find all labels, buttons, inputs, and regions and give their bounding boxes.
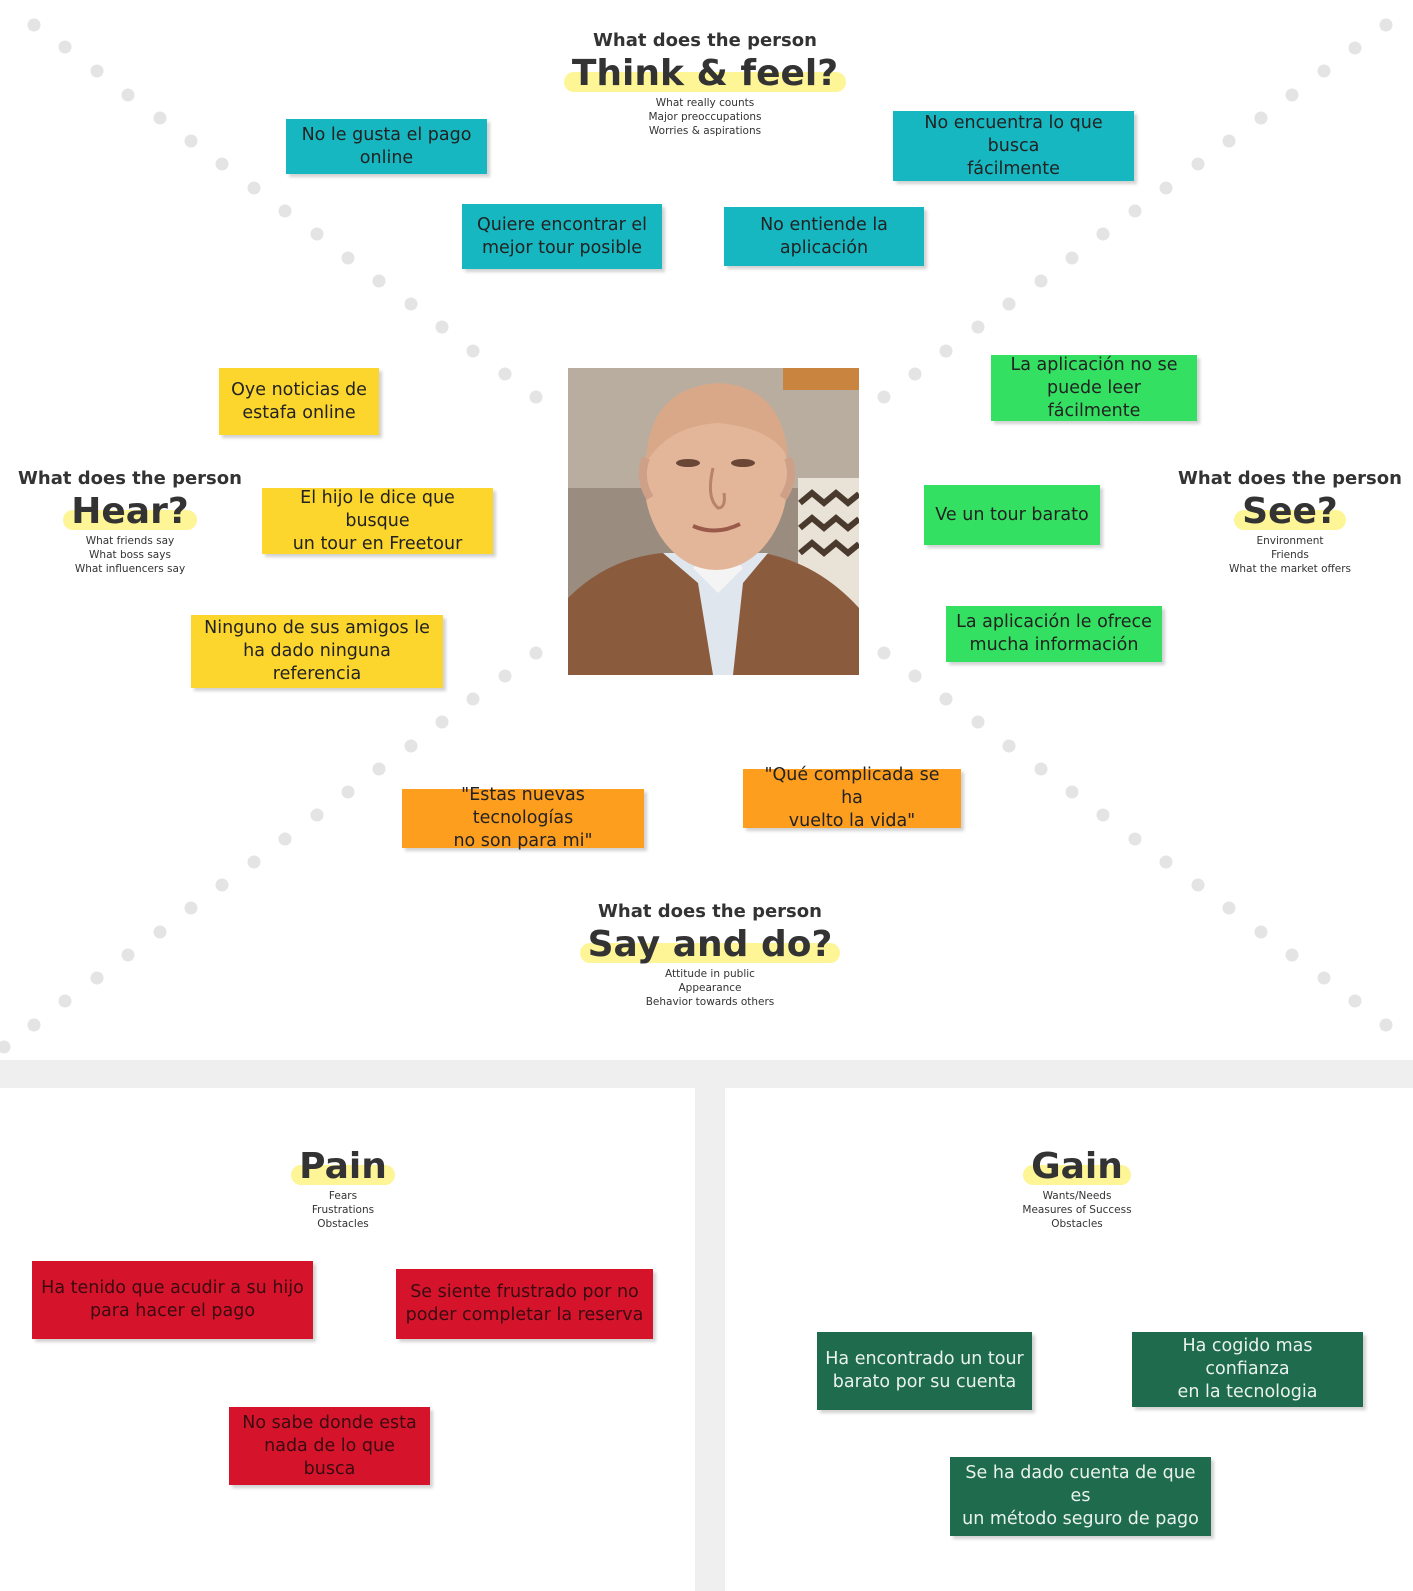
pain-subtitles: Fears Frustrations Obstacles	[243, 1189, 443, 1231]
sticky-note-hear[interactable]: Oye noticias de estafa online	[219, 368, 379, 435]
hear-sub-2: What boss says	[89, 549, 171, 561]
note-text: Oye noticias de estafa online	[231, 379, 367, 423]
sticky-note-pain[interactable]: Ha tenido que acudir a su hijo para hace…	[32, 1261, 313, 1339]
note-text: Ninguno de sus amigos le ha dado ninguna…	[204, 618, 430, 684]
note-text: Ha encontrado un tour barato por su cuen…	[825, 1349, 1024, 1392]
note-text: La aplicación le ofrece mucha informació…	[956, 612, 1152, 655]
pain-sub-2: Frustrations	[311, 1204, 375, 1216]
say-prefix: What does the person	[598, 901, 822, 922]
say-sub-2: Appearance	[678, 982, 742, 994]
think-sub-2: Major preoccupations	[648, 111, 762, 123]
say-subtitles: Attitude in public Appearance Behavior t…	[560, 967, 860, 1009]
hear-title: Hear?	[63, 490, 198, 534]
note-text: Ha tenido que acudir a su hijo para hace…	[41, 1278, 304, 1321]
hear-subtitles: What friends say What boss says What inf…	[15, 534, 245, 576]
note-text: Ve un tour barato	[935, 504, 1089, 525]
sticky-note-think[interactable]: Quiere encontrar el mejor tour posible	[462, 204, 662, 269]
gain-title: Gain	[1023, 1145, 1131, 1189]
sticky-note-think[interactable]: No encuentra lo que busca fácilmente	[893, 111, 1134, 181]
note-text: "Estas nuevas tecnologías no son para mi…	[453, 785, 593, 851]
hear-prefix: What does the person	[18, 468, 242, 489]
see-sub-1: Environment	[1256, 535, 1324, 547]
diagonal-dotted-lines	[0, 18, 1393, 1054]
gain-sub-2: Measures of Success	[1022, 1204, 1132, 1216]
note-text: No entiende la aplicación	[760, 214, 888, 258]
sticky-note-say[interactable]: "Estas nuevas tecnologías no son para mi…	[402, 785, 644, 851]
see-prefix: What does the person	[1178, 468, 1402, 489]
say-do-heading: What does the person Say and do? Attitud…	[560, 901, 860, 1009]
note-text: No sabe donde esta nada de lo que busca	[242, 1412, 417, 1479]
think-sub-1: What really counts	[655, 97, 755, 109]
gain-subtitles: Wants/Needs Measures of Success Obstacle…	[977, 1189, 1177, 1231]
pain-sub-3: Obstacles	[317, 1218, 369, 1230]
sticky-note-pain[interactable]: No sabe donde esta nada de lo que busca	[229, 1407, 430, 1485]
pain-heading: Pain Fears Frustrations Obstacles	[243, 1145, 443, 1231]
see-sub-2: Friends	[1271, 549, 1309, 561]
sticky-note-see[interactable]: La aplicación le ofrece mucha informació…	[946, 606, 1162, 662]
sticky-note-gain[interactable]: Ha encontrado un tour barato por su cuen…	[817, 1332, 1032, 1410]
hear-sub-3: What influencers say	[74, 563, 186, 575]
sticky-note-gain[interactable]: Se ha dado cuenta de que es un método se…	[950, 1457, 1211, 1536]
see-title: See?	[1234, 490, 1346, 534]
think-title: Think & feel?	[563, 52, 847, 96]
hear-sub-1: What friends say	[85, 535, 175, 547]
note-text: Quiere encontrar el mejor tour posible	[476, 214, 648, 258]
section-divider-vertical	[695, 1088, 725, 1591]
sticky-note-say[interactable]: "Qué complicada se ha vuelto la vida"	[743, 765, 961, 831]
section-divider-horizontal	[0, 1060, 1413, 1088]
see-sub-3: What the market offers	[1228, 563, 1351, 575]
sticky-note-think[interactable]: No le gusta el pago online	[286, 119, 487, 174]
gain-sub-3: Obstacles	[1051, 1218, 1103, 1230]
note-text: Ha cogido mas confianza en la tecnologia	[1177, 1336, 1318, 1402]
sticky-note-gain[interactable]: Ha cogido mas confianza en la tecnologia	[1132, 1332, 1363, 1407]
pain-sub-1: Fears	[328, 1190, 358, 1202]
think-sub-3: Worries & aspirations	[648, 125, 762, 137]
elderly-man-portrait-image	[568, 368, 859, 675]
think-feel-heading: What does the person Think & feel? What …	[555, 30, 855, 138]
sticky-note-think[interactable]: No entiende la aplicación	[724, 207, 924, 266]
think-prefix: What does the person	[593, 30, 817, 51]
hear-heading: What does the person Hear? What friends …	[15, 468, 245, 576]
say-sub-3: Behavior towards others	[645, 996, 775, 1008]
say-title: Say and do?	[579, 923, 841, 967]
see-heading: What does the person See? Environment Fr…	[1175, 468, 1405, 576]
note-text: No le gusta el pago online	[301, 124, 472, 168]
sticky-note-hear[interactable]: El hijo le dice que busque un tour en Fr…	[262, 488, 493, 554]
note-text: El hijo le dice que busque un tour en Fr…	[292, 487, 463, 554]
note-text: No encuentra lo que busca fácilmente	[924, 112, 1103, 179]
pain-title: Pain	[291, 1145, 395, 1189]
sticky-note-pain[interactable]: Se siente frustrado por no poder complet…	[396, 1269, 653, 1339]
see-subtitles: Environment Friends What the market offe…	[1175, 534, 1405, 576]
persona-photo	[568, 368, 859, 675]
sticky-note-see[interactable]: La aplicación no se puede leer fácilment…	[991, 355, 1197, 421]
gain-heading: Gain Wants/Needs Measures of Success Obs…	[977, 1145, 1177, 1231]
sticky-note-see[interactable]: Ve un tour barato	[924, 485, 1100, 545]
note-text: La aplicación no se puede leer fácilment…	[1010, 354, 1178, 421]
note-text: Se siente frustrado por no poder complet…	[405, 1282, 644, 1325]
think-subtitles: What really counts Major preoccupations …	[555, 96, 855, 138]
gain-sub-1: Wants/Needs	[1042, 1190, 1112, 1202]
say-sub-1: Attitude in public	[665, 968, 755, 980]
sticky-note-hear[interactable]: Ninguno de sus amigos le ha dado ninguna…	[191, 615, 443, 688]
note-text: Se ha dado cuenta de que es un método se…	[962, 1463, 1199, 1529]
note-text: "Qué complicada se ha vuelto la vida"	[764, 765, 940, 831]
